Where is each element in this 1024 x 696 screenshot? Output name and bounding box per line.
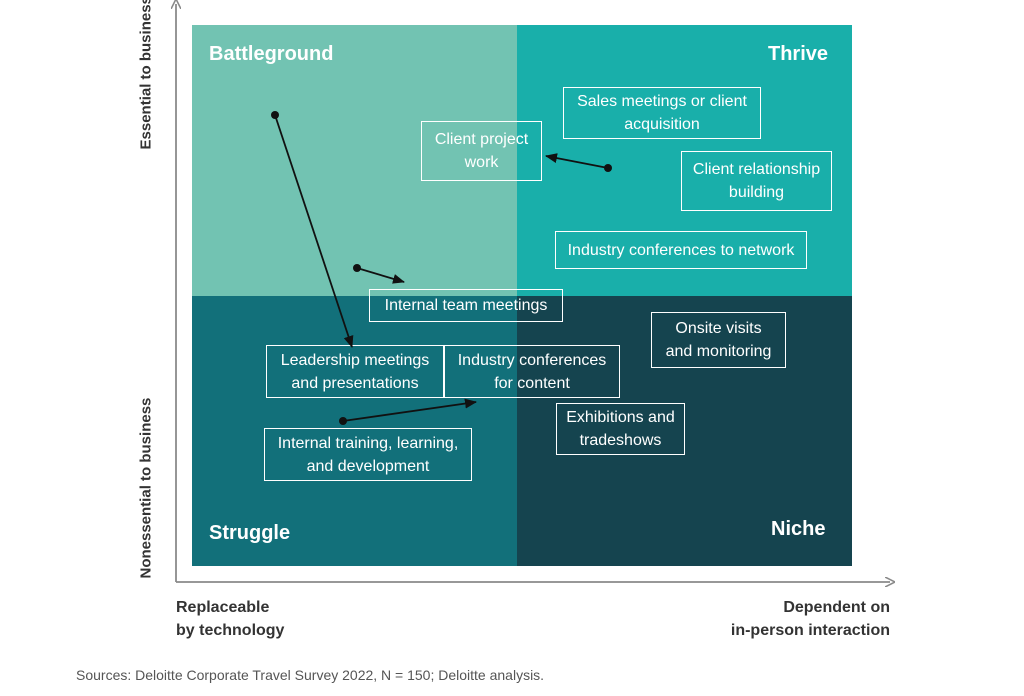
box-internal-training: Internal training, learning,and developm… — [264, 428, 472, 481]
arrow-client-project — [545, 153, 609, 169]
arrow-internal-training — [342, 398, 477, 422]
sources-note: Sources: Deloitte Corporate Travel Surve… — [76, 667, 545, 683]
quadrant-label-struggle: Struggle — [209, 522, 291, 544]
quadrant-struggle — [192, 296, 517, 566]
y-axis-label-top: Essential to business — [137, 0, 155, 150]
y-axis-label-bottom: Nonessential to business — [137, 397, 155, 579]
quadrant-battleground — [192, 25, 517, 296]
quadrant-label-thrive: Thrive — [768, 43, 829, 65]
arrow-leadership — [274, 114, 354, 348]
arrow-internal-team — [356, 267, 405, 284]
quadrant-label-niche: Niche — [771, 518, 826, 540]
box-internal-team-meetings: Internal team meetings — [369, 289, 563, 322]
quadrant-label-battleground: Battleground — [209, 43, 334, 65]
box-industry-conferences-network: Industry conferences to network — [555, 231, 807, 269]
